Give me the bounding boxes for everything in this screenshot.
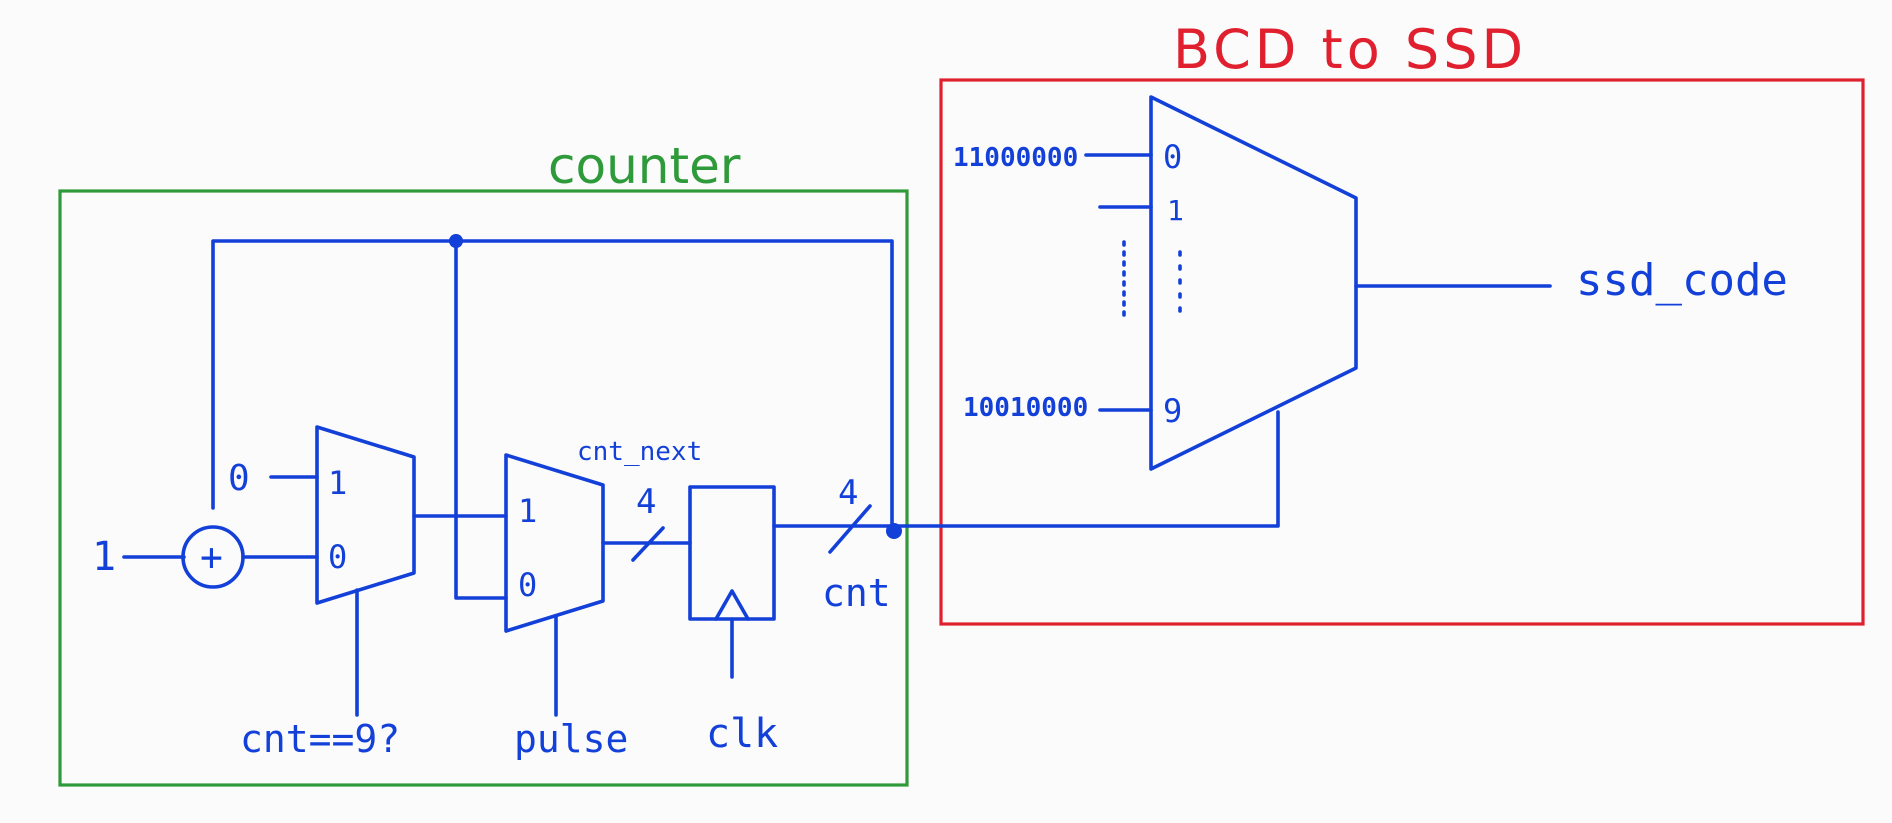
cnt-bus-wire	[772, 410, 1280, 528]
feedback-wire	[211, 239, 894, 533]
in9-value: 10010000	[963, 393, 1088, 423]
mux1-port0: 0	[328, 538, 347, 576]
bus-slash-in	[631, 526, 665, 562]
junction-dot-top	[449, 234, 463, 248]
port-9: 9	[1163, 392, 1182, 430]
port-1: 1	[1167, 194, 1184, 227]
mux1-const-zero: 0	[228, 458, 250, 499]
in0-value: 11000000	[953, 143, 1078, 173]
bus-width-in: 4	[636, 482, 656, 522]
mux2-select-label: pulse	[514, 717, 628, 761]
mux1-port1: 1	[328, 464, 347, 502]
junction-dot-cnt	[886, 523, 902, 539]
cnt-output-label: cnt	[822, 571, 891, 615]
mux1-select-label: cnt==9?	[240, 717, 400, 761]
counter-block	[58, 189, 909, 787]
ssd-output-label: ssd_code	[1576, 255, 1788, 306]
bus-width-out: 4	[838, 473, 858, 513]
hold-wire	[454, 239, 508, 600]
mux2-port0: 0	[518, 566, 537, 604]
adder-symbol: +	[200, 535, 223, 579]
mux2-shape	[504, 453, 605, 633]
input-one-label: 1	[92, 534, 116, 580]
bcd-to-ssd-block	[939, 78, 1865, 626]
cnt-next-label: cnt_next	[577, 437, 702, 467]
bus-slash-out	[828, 504, 872, 554]
counter-title: counter	[548, 137, 741, 195]
port-0: 0	[1163, 138, 1182, 176]
clock-label: clk	[706, 711, 778, 757]
ssd-mux-shape	[1149, 95, 1358, 471]
mux1-shape	[315, 425, 416, 605]
clock-triangle	[714, 589, 750, 621]
mux2-port1: 1	[518, 492, 537, 530]
register-box	[688, 485, 776, 621]
bcd-title: BCD to SSD	[1173, 18, 1527, 81]
